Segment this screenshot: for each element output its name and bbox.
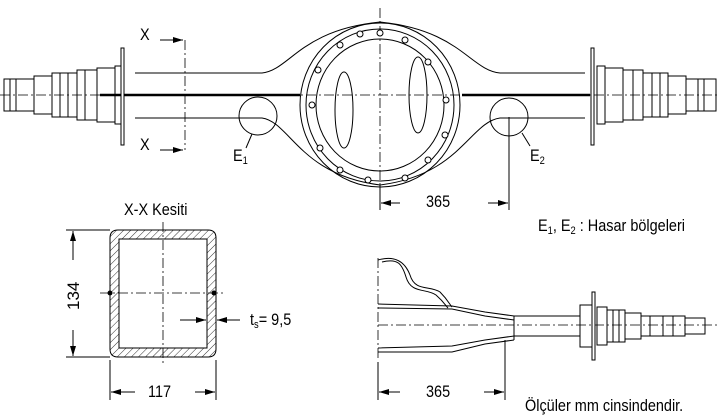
section-marker-top: X: [140, 25, 150, 44]
dimension-top-label: 365: [426, 192, 451, 211]
axle-housing-top-view: [0, 8, 720, 200]
thickness-sub: s: [254, 319, 259, 331]
label-e1: E1: [233, 146, 248, 167]
damage-zone-e2: [489, 97, 531, 147]
x-x-section: [66, 222, 240, 400]
damage-zone-e1: [238, 96, 278, 149]
thickness-label: ts= 9,5: [250, 310, 291, 331]
label-e1-sub: 1: [242, 155, 248, 167]
legend-sep: ,: [552, 216, 557, 235]
legend-damage-zones: E1, E2 : Hasar bölgeleri: [538, 216, 685, 237]
label-e2: E2: [530, 146, 545, 167]
dimension-width-label: 117: [148, 382, 172, 401]
dimension-height-label: 134: [64, 281, 83, 310]
legend-e2: E: [556, 216, 571, 235]
thickness-symbol: t: [250, 310, 255, 329]
legend-text: : Hasar bölgeleri: [575, 216, 685, 235]
legend-e2-sub: 2: [570, 225, 576, 237]
label-e1-main: E: [233, 146, 243, 165]
legend-e1-sub: 1: [547, 225, 553, 237]
section-marker-bottom: X: [140, 135, 150, 154]
thickness-value: = 9,5: [258, 310, 292, 329]
label-e2-sub: 2: [539, 155, 545, 167]
dimension-bottom-label: 365: [426, 382, 451, 401]
legend-e1: E: [538, 216, 548, 235]
label-e2-main: E: [530, 146, 540, 165]
units-note: Ölçüler mm cinsindendir.: [525, 396, 684, 415]
dimension-top-365: [379, 117, 510, 210]
section-title: X-X Kesiti: [124, 200, 188, 219]
axle-end-detail: [377, 257, 720, 400]
